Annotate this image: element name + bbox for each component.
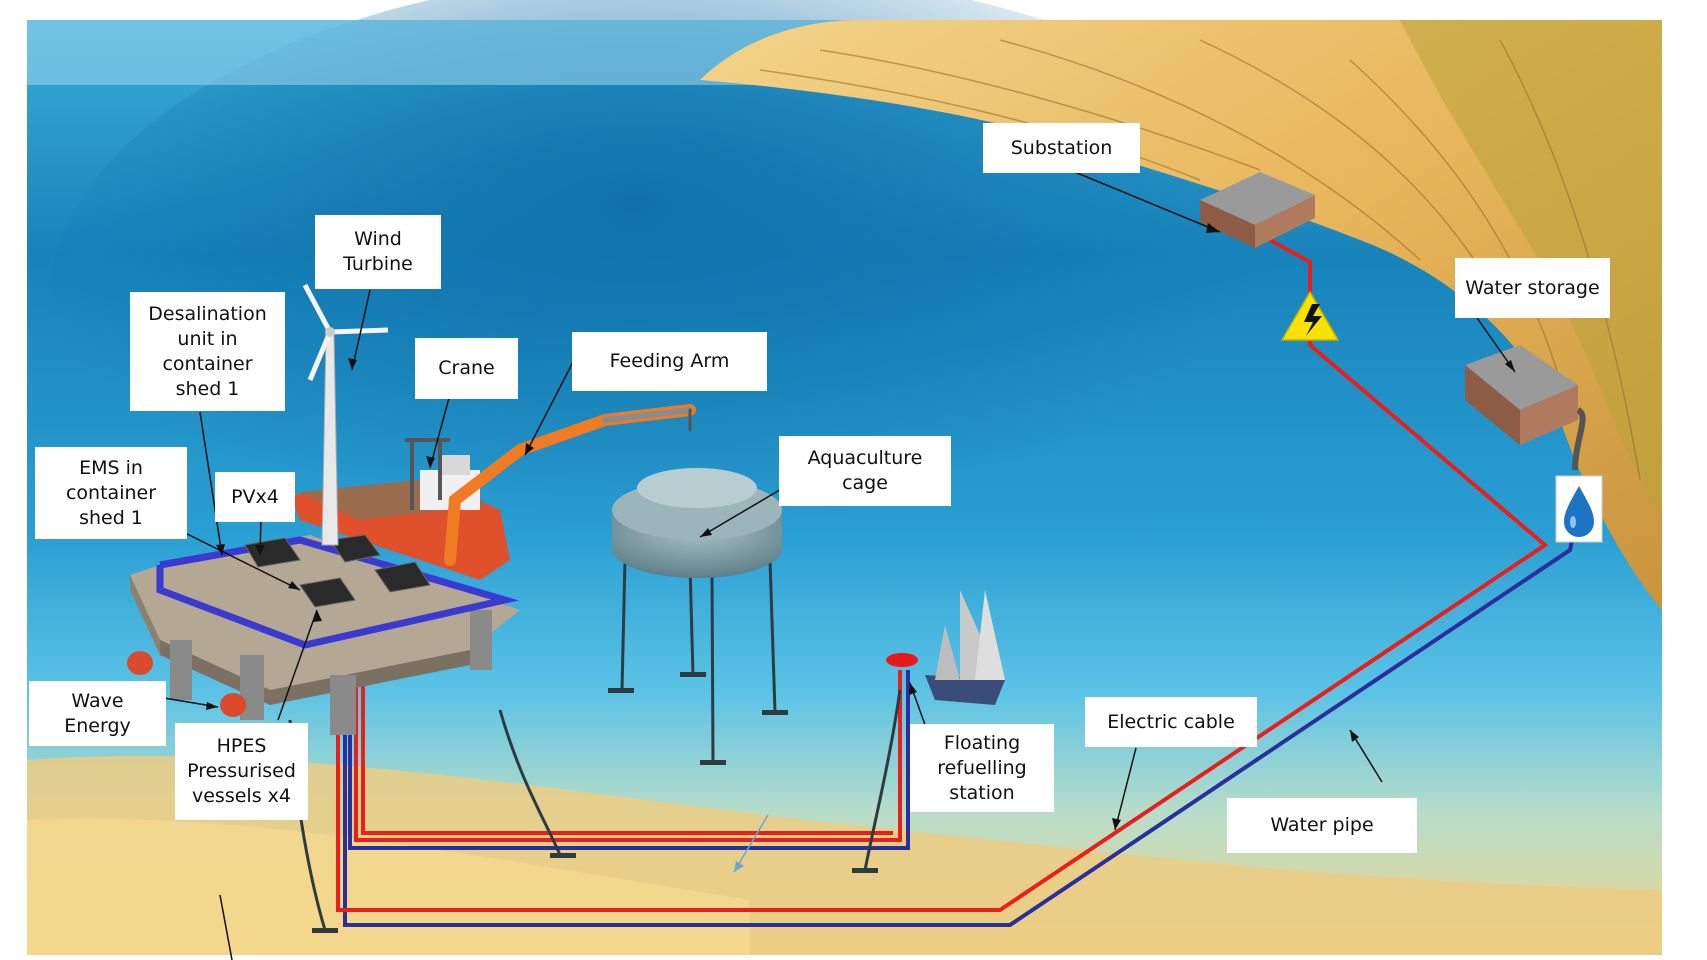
wind-turbine: [302, 283, 389, 546]
platform: [127, 534, 520, 735]
pv-label: PVx4: [215, 472, 295, 522]
wave-energy-label: Wave Energy: [29, 681, 166, 746]
current-arrow-head: [734, 861, 744, 872]
water-drop-icon: [1555, 475, 1603, 543]
lightning-hazard-icon: [1280, 290, 1340, 341]
water-storage-label: Water storage: [1455, 258, 1610, 318]
feeding-arm-label: Feeding Arm: [572, 332, 767, 391]
crane-label: Crane: [415, 338, 518, 399]
cliff: [700, 20, 1662, 610]
feeding-arm-boom: [444, 404, 696, 566]
desalination-label: Desalination unit in container shed 1: [130, 292, 285, 411]
seabed-highlight: [27, 818, 750, 955]
substation-building: [1200, 172, 1315, 248]
aquaculture-cage-label: Aquaculture cage: [779, 436, 951, 506]
ems-label: EMS in container shed 1: [35, 447, 187, 539]
floating-station-buoy: [886, 653, 918, 667]
electric-cable: [336, 238, 1549, 912]
aquaculture-cage: [608, 468, 788, 765]
cliff-grass: [1400, 20, 1662, 520]
hpes-label: HPES Pressurised vessels x4: [175, 723, 308, 820]
water-storage-building: [1465, 345, 1586, 471]
cliff-texture: [759, 39, 1641, 481]
pv-panels: [244, 534, 431, 608]
arrow-heads: [206, 223, 1515, 830]
anchors: [312, 853, 878, 933]
current-arrow: [733, 814, 769, 873]
water-pipe-label: Water pipe: [1227, 798, 1417, 853]
wind-turbine-label: Wind Turbine: [315, 215, 441, 289]
electric-cable-label: Electric cable: [1085, 697, 1257, 747]
substation-label: Substation: [983, 123, 1140, 173]
sailboat: [925, 590, 1005, 705]
floating-refuelling-station-label: Floating refuelling station: [910, 724, 1054, 812]
